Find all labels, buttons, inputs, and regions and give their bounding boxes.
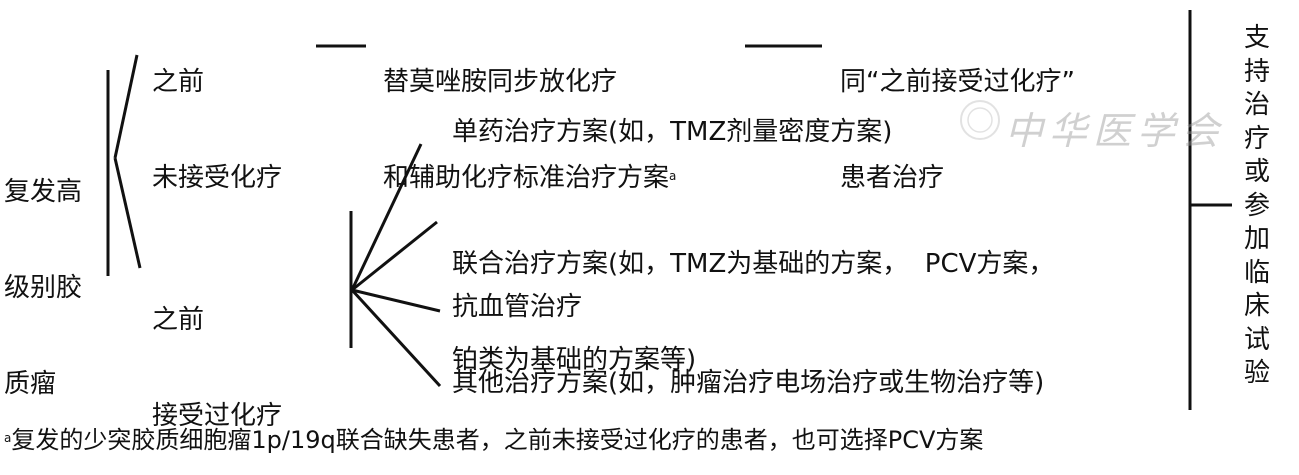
root-line: 复发高 xyxy=(4,177,83,207)
untreated-followup: 同“之前接受过化疗” 患者治疗 xyxy=(840,2,1075,226)
branch-treated: 之前 接受过化疗 xyxy=(152,240,282,464)
followup-line: 患者治疗 xyxy=(840,163,945,193)
connector-option-1 xyxy=(350,143,423,291)
regimen-line: 和辅助化疗标准治疗方案 xyxy=(383,163,670,193)
option-line: 铂类为基础的方案等) xyxy=(452,345,697,375)
branch-line: 未接受化疗 xyxy=(152,163,283,193)
footnote-mark: a xyxy=(669,169,677,183)
regimen-line: 替莫唑胺同步放化疗 xyxy=(383,67,618,97)
branch-untreated: 之前 未接受化疗 xyxy=(152,2,282,226)
outcome-node: 支持治疗或参加临床试验 xyxy=(1243,23,1270,388)
root-node: 复发高 级别胶 质瘤 xyxy=(4,112,82,432)
connector-option-2 xyxy=(351,220,438,292)
watermark-text: 中华医学会 xyxy=(1005,109,1226,153)
footnote-mark: a xyxy=(4,431,12,445)
branch-line: 接受过化疗 xyxy=(152,401,283,431)
treated-option-combination: 联合治疗方案(如，TMZ为基础的方案， PCV方案， 铂类为基础的方案等) xyxy=(452,184,1054,408)
treated-option-other: 其他治疗方案(如，肿瘤治疗电场治疗或生物治疗等) xyxy=(452,368,1045,398)
followup-line: 同“之前接受过化疗” xyxy=(840,67,1075,97)
footnote: a复发的少突胶质细胞瘤1p/19q联合缺失患者，之前未接受过化疗的患者，也可选择… xyxy=(4,424,983,456)
connector-treated xyxy=(113,157,142,269)
root-line: 质瘤 xyxy=(4,369,57,399)
watermark-seal-icon xyxy=(960,100,1000,140)
connector-option-4 xyxy=(350,288,442,388)
footnote-text: 复发的少突胶质细胞瘤1p/19q联合缺失患者，之前未接受过化疗的患者，也可选择P… xyxy=(11,426,984,454)
connector-untreated xyxy=(113,54,139,159)
branch-line: 之前 xyxy=(152,67,205,97)
treated-option-antiangiogenic: 抗血管治疗 xyxy=(452,292,583,322)
root-line: 级别胶 xyxy=(4,273,83,303)
branch-line: 之前 xyxy=(152,305,205,335)
untreated-regimen: 替莫唑胺同步放化疗 和辅助化疗标准治疗方案a xyxy=(383,2,676,226)
treated-option-single-agent: 单药治疗方案(如，TMZ剂量密度方案) xyxy=(452,117,893,147)
connector-option-3 xyxy=(351,288,441,313)
option-line: 联合治疗方案(如，TMZ为基础的方案， PCV方案， xyxy=(452,249,1055,279)
